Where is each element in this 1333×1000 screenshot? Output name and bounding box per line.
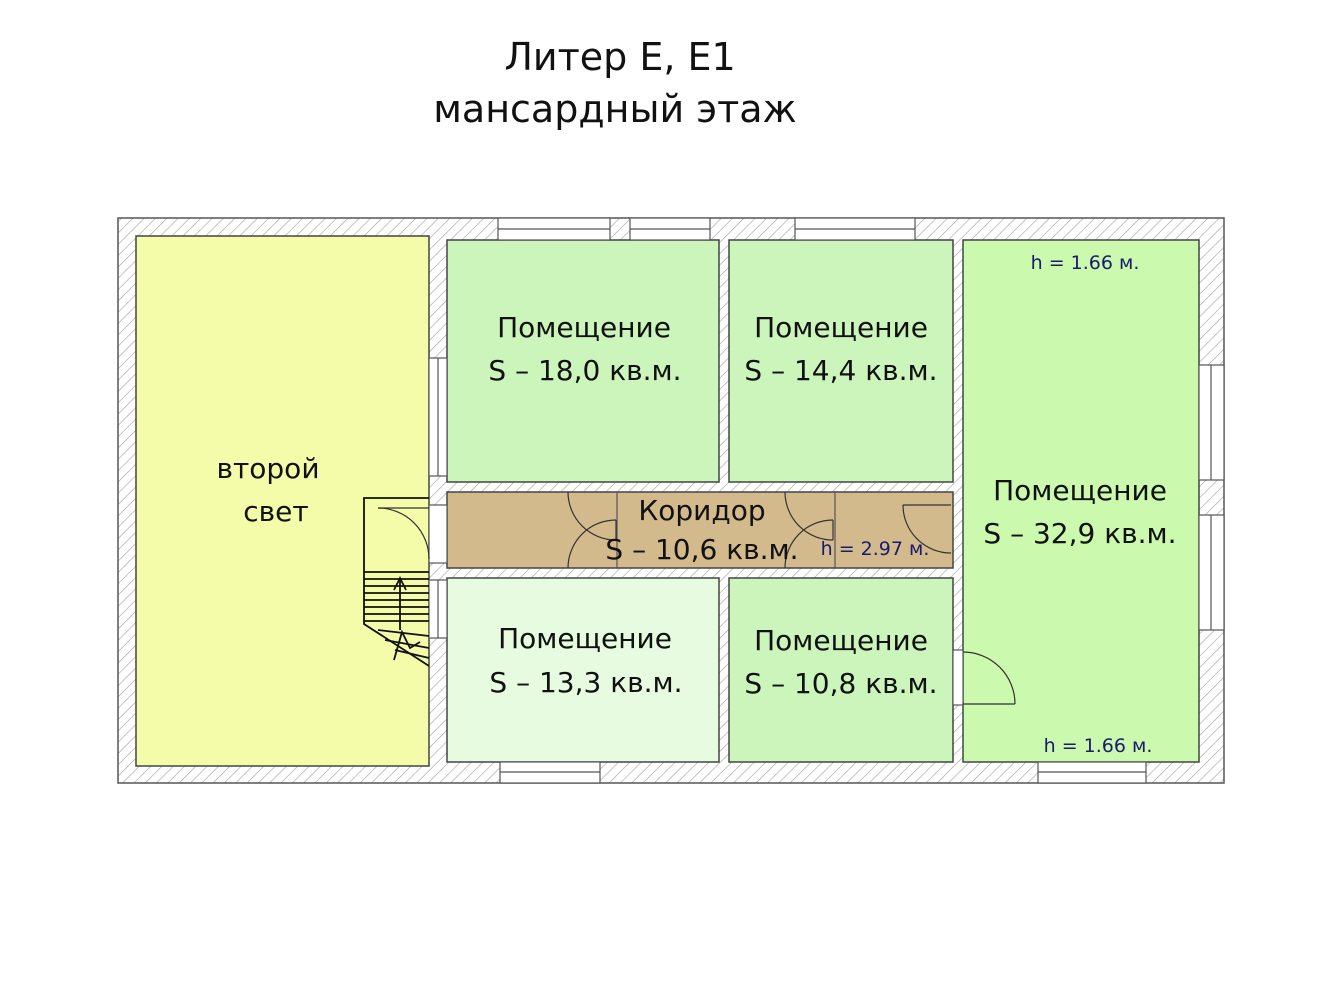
room-13-3-area [446,577,720,763]
height-label-bottom-right: h = 1.66 м. [1044,735,1153,757]
room-18-0-label-line2: S – 18,0 кв.м. [488,354,681,387]
room-18-0-label-line1: Помещение [497,311,671,344]
light-well-label-line2: свет [243,495,308,528]
room-14-4-label-line2: S – 14,4 кв.м. [744,354,937,387]
corridor-partitions [616,492,836,568]
corridor-label-line2: S – 10,6 кв.м. [605,533,798,566]
windows [428,217,1225,784]
room-32-9-label-line1: Помещение [993,474,1167,507]
room-10-8-label-line1: Помещение [754,624,928,657]
room-14-4-area [728,239,954,483]
height-label-top-right: h = 1.66 м. [1031,252,1140,274]
corridor-label-line1: Коридор [638,494,765,527]
corridor-area [446,491,954,569]
room-13-3-label-line1: Помещение [498,622,672,655]
room-10-8-area [728,577,954,763]
room-32-9-area [962,239,1200,763]
staircase-icon [363,497,430,667]
light-well-area [135,235,430,767]
door-swings [377,491,1016,705]
plan-title-line2: мансардный этаж [433,87,797,131]
room-32-9-label-line2: S – 32,9 кв.м. [983,517,1176,550]
room-14-4-label-line1: Помещение [754,311,928,344]
plan-title-line1: Литер Е, Е1 [504,35,735,79]
light-well-label-line1: второй [216,452,319,485]
room-10-8-label-line2: S – 10,8 кв.м. [744,667,937,700]
height-label-corridor: h = 2.97 м. [821,538,930,560]
room-13-3-label-line2: S – 13,3 кв.м. [489,666,682,699]
